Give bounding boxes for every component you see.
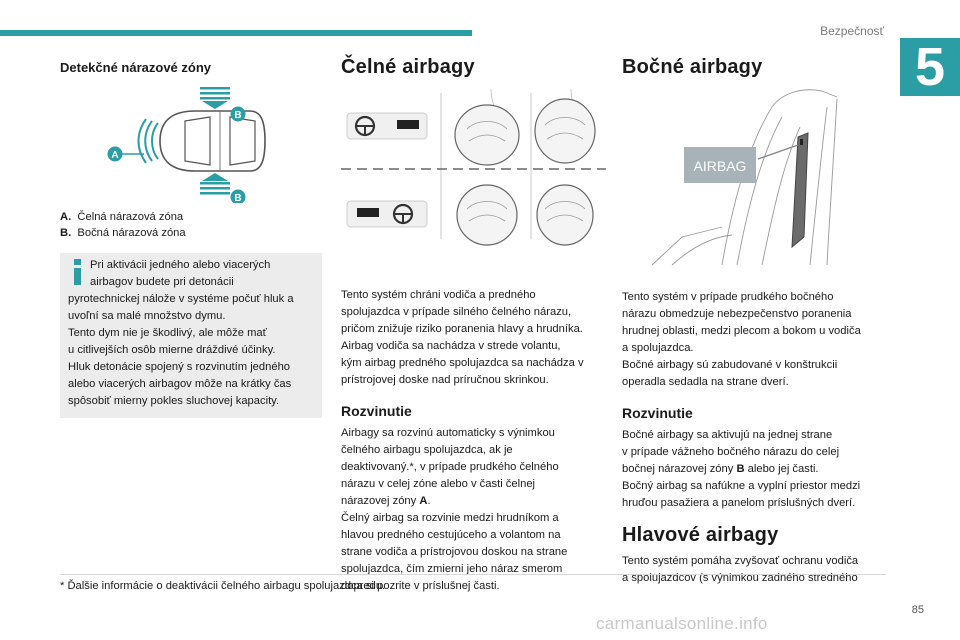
info-note: Pri aktivácii jedného alebo viacerých ai…: [60, 253, 322, 418]
front-deploy-text: Airbagy sa rozvinú automaticky s výnimko…: [341, 427, 568, 592]
page-number: 85: [911, 604, 924, 616]
impact-zones-legend: A. Čelná nárazová zóna B. Bočná nárazová…: [60, 209, 322, 241]
side-airbags-figure: AIRBAG: [622, 87, 887, 267]
footnote-divider: [60, 574, 886, 575]
side-airbags-intro: Tento systém v prípade prudkého bočného …: [622, 291, 861, 388]
impact-zones-figure: A B B: [60, 81, 322, 205]
zone-b-top-label: B: [234, 110, 241, 121]
zone-b-bottom-label: B: [234, 193, 241, 203]
side-deploy-heading: Rozvinutie: [622, 405, 693, 421]
side-deploy-text: Bočné airbagy sa aktivujú na jednej stra…: [622, 429, 861, 509]
front-airbag-illustration-icon: [341, 88, 606, 246]
column-front-airbags: Čelné airbagy: [341, 56, 606, 595]
front-airbags-intro: Tento systém chráni vodiča a predného sp…: [341, 289, 584, 386]
front-airbags-figure: [341, 88, 606, 249]
legend-item: B. Bočná nárazová zóna: [60, 227, 186, 239]
header-accent-bar: [0, 30, 472, 36]
column-impact-zones: Detekčné nárazové zóny: [60, 56, 322, 418]
impact-zones-heading: Detekčné nárazové zóny: [60, 60, 212, 75]
head-airbags-intro: Tento systém pomáha zvyšovať ochranu vod…: [622, 555, 859, 584]
car-top-view-icon: A B B: [107, 87, 266, 205]
airbag-figure-label: AIRBAG: [694, 158, 747, 174]
footnote: * Ďalšie informácie o deaktivácii čelnéh…: [60, 580, 500, 592]
side-airbag-seat-icon: AIRBAG: [651, 89, 838, 266]
head-airbags-heading: Hlavové airbagy: [622, 524, 779, 546]
chapter-number: 5: [900, 38, 960, 96]
info-icon: [74, 259, 81, 285]
section-title: Bezpečnosť: [820, 24, 884, 38]
front-deploy-heading: Rozvinutie: [341, 403, 412, 419]
zone-a-label: A: [111, 150, 118, 161]
front-airbags-heading: Čelné airbagy: [341, 56, 475, 78]
watermark: carmanualsonline.info: [596, 614, 768, 633]
side-airbags-heading: Bočné airbagy: [622, 56, 763, 78]
legend-item: A. Čelná nárazová zóna: [60, 211, 184, 223]
column-side-airbags: Bočné airbagy AIRBAG Tento systém v: [622, 56, 887, 587]
